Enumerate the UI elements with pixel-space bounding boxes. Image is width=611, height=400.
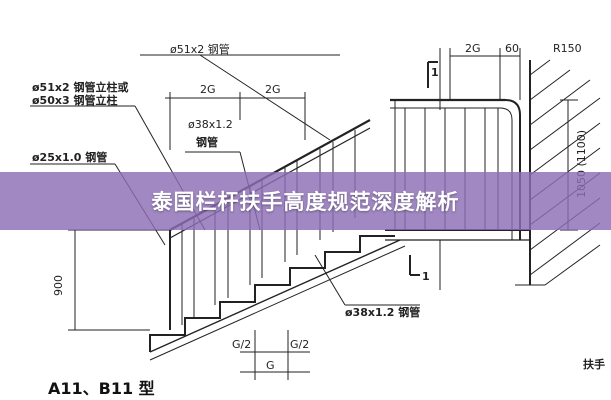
dim-offset: 60 (505, 42, 519, 55)
banner-title: 泰国栏杆扶手高度规范深度解析 (151, 190, 460, 214)
dim-top-left: 2G (200, 83, 216, 96)
callout-post-a: ø51x2 钢管立柱或 (32, 80, 128, 94)
callout-bottom-rail: ø25x1.0 钢管 (32, 150, 107, 164)
dim-height-900: 900 (52, 275, 65, 296)
dim-radius: R150 (553, 42, 582, 55)
callout-baluster-b: 钢管 (196, 135, 218, 149)
dim-step: G (266, 359, 275, 372)
dim-top-width: 2G (465, 42, 481, 55)
section-mark-lower: 1 (422, 270, 430, 283)
dim-half-b: G/2 (290, 338, 309, 351)
dim-half-a: G/2 (232, 338, 251, 351)
callout-stringer: ø38x1.2 钢管 (345, 305, 420, 319)
dim-top-right: 2G (265, 83, 281, 96)
callout-top-pipe: ø51x2 钢管 (170, 42, 230, 56)
callout-baluster-a: ø38x1.2 (188, 118, 233, 131)
caption-partial: 扶手 (583, 357, 605, 371)
type-label: A11、B11 型 (48, 379, 155, 398)
callout-post-b: ø50x3 钢管立柱 (32, 93, 117, 107)
title-banner: 泰国栏杆扶手高度规范深度解析 (0, 172, 611, 230)
section-mark-upper: 1 (431, 66, 439, 79)
